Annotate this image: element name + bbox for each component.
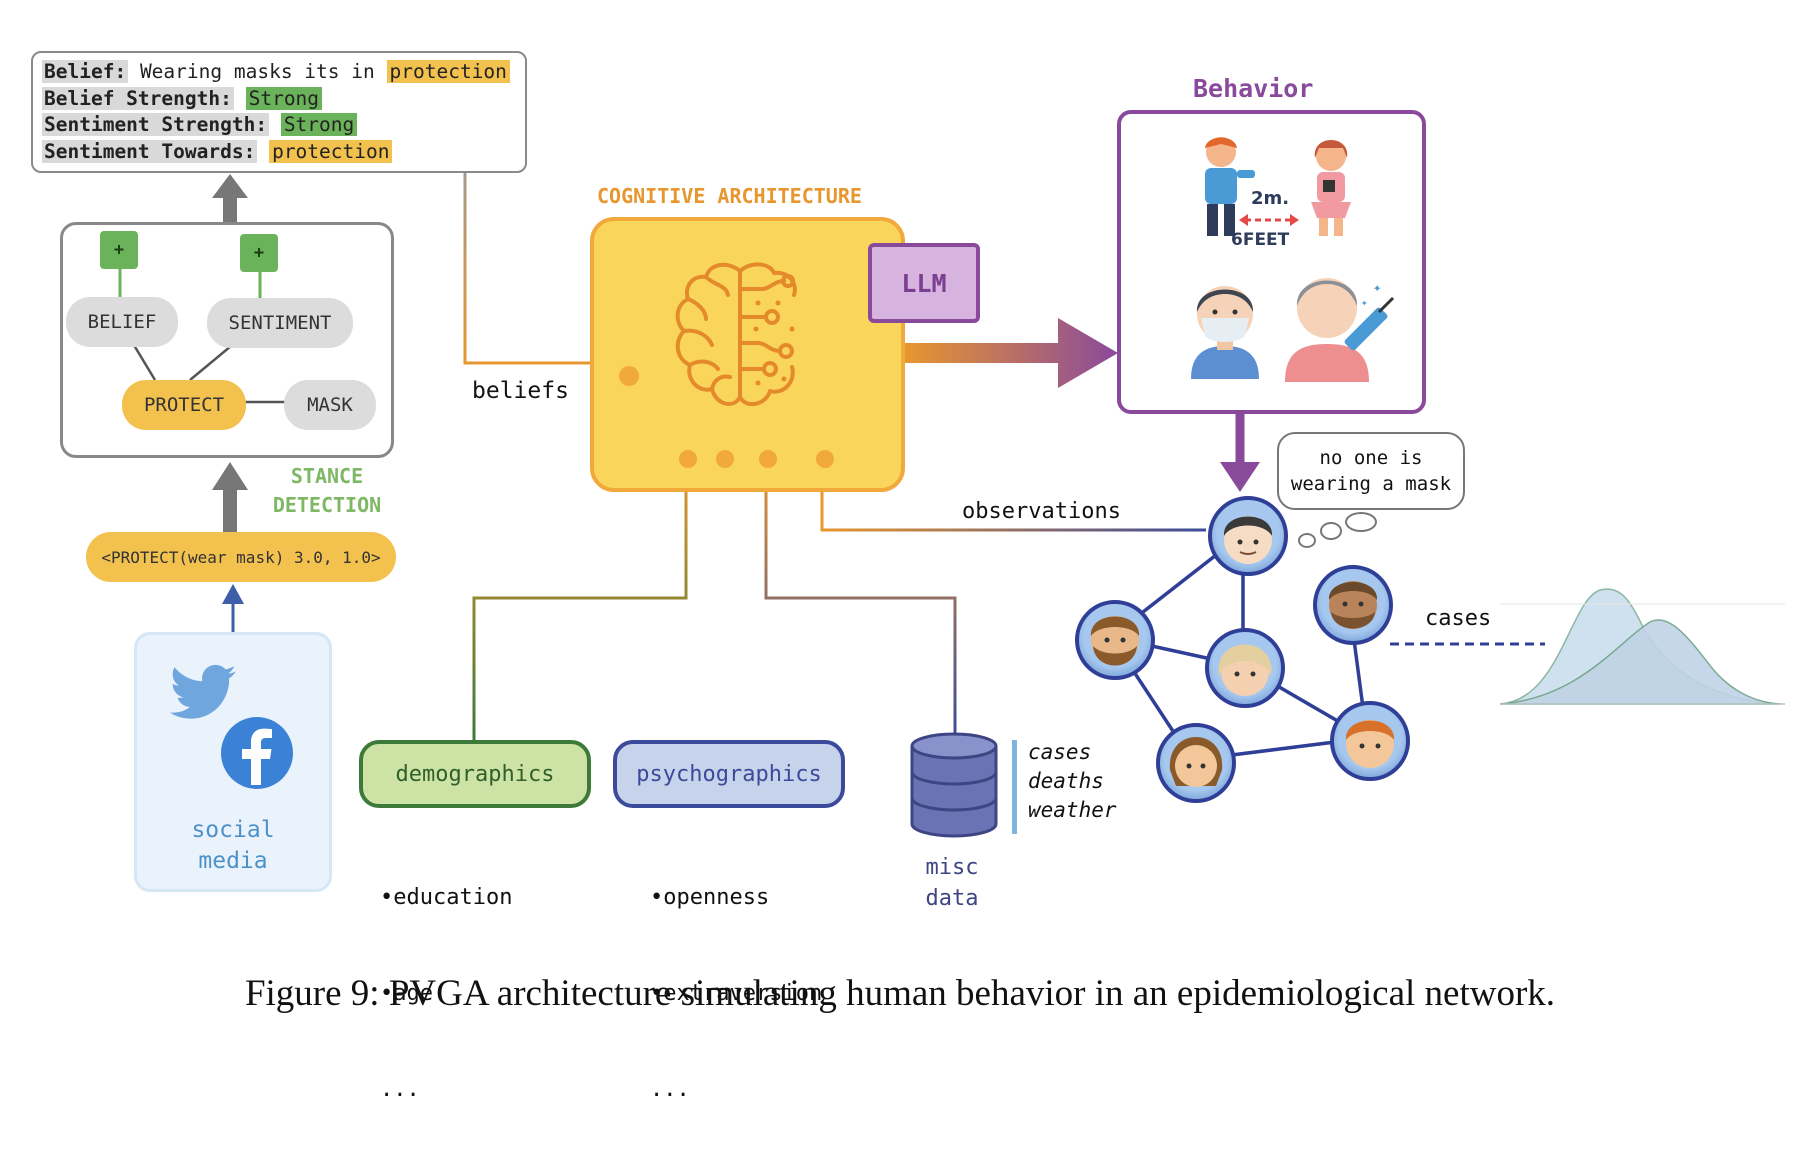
output-port-observations [816,450,834,468]
belief-text: Wearing masks its in [139,60,375,83]
belief-node: BELIEF [66,297,178,347]
demographics-connector [472,455,688,740]
behavior-box: 2m. 6FEET ✦ ✦ [1117,110,1426,414]
beliefs-label: beliefs [472,378,569,404]
belief-strength-value: Strong [245,86,323,110]
protect-node: PROTECT [122,380,246,430]
twitter-icon [170,664,236,719]
belief-target: protection [386,60,510,83]
demographics-box: demographics [359,740,591,808]
misc-data-bracket [1012,740,1017,834]
stance-detection-label: STANCE DETECTION [262,462,392,520]
llm-box: LLM [868,243,980,323]
distance-arrow-icon [1239,214,1299,226]
social-media-label: social media [137,815,329,877]
thought-line2: wearing a mask [1290,473,1452,495]
sentiment-towards-key: Sentiment Towards: [42,139,258,163]
database-icon [910,732,998,838]
thought-dot-1 [1298,533,1316,548]
cognitive-architecture-title: COGNITIVE ARCHITECTURE [597,184,862,208]
psychographics-item: •extraversion [650,981,823,1006]
psychographics-item: ... [650,1077,690,1102]
belief-panel: Belief: Wearing masks its in protection … [31,51,527,173]
thought-line1: no one is [1319,447,1423,469]
arrow-to-belief-head [212,174,248,198]
mask-node: MASK [284,380,376,430]
cognitive-architecture-box [590,217,905,492]
beliefs-input-port [619,366,639,386]
misc-data-list: cases deaths weather [1028,738,1117,825]
misc-data-line2: data [925,886,979,911]
psychographics-item: •openness [650,885,770,910]
agent-network [1075,496,1410,803]
sentiment-towards-value: protection [269,139,393,163]
psychographics-box: psychographics [613,740,845,808]
belief-strength-row: Belief Strength: Strong [42,86,516,113]
stance-graph-box: + + BELIEF SENTIMENT PROTECT MASK [60,222,394,458]
sentiment-node: SENTIMENT [207,298,353,348]
output-port-demographics [679,450,697,468]
belief-row: Belief: Wearing masks its in protection [42,59,516,86]
belief-plus-badge: + [100,231,138,269]
agent-node-observer [1208,496,1288,576]
output-port-misc [759,450,777,468]
distance-label: 2m. [1251,188,1290,209]
facebook-icon [221,717,293,789]
behavior-title: Behavior [1193,74,1314,103]
agent-node-bearded [1075,600,1155,680]
thought-dot-2 [1320,522,1342,540]
thought-dot-3 [1345,512,1377,532]
social-media-line2: media [198,848,268,874]
belief-key: Belief: [42,60,129,83]
social-media-line1: social [191,817,275,843]
misc-data-label: misc data [900,852,1004,914]
masked-person-icon [1191,286,1259,379]
sentiment-strength-key: Sentiment Strength: [42,113,270,136]
svg-text:✦: ✦ [1373,280,1382,296]
brain-icon [675,262,797,407]
misc-data-item: deaths [1028,769,1104,793]
belief-strength-key: Belief Strength: [42,86,234,110]
figure-caption: Figure 9: PVGA architecture simulating h… [244,973,1556,1014]
feet-label: 6FEET [1231,230,1290,250]
demographics-item: •education [380,885,513,910]
sentiment-strength-row: Sentiment Strength: Strong [42,112,516,139]
stance-detection-line1: STANCE [290,464,364,488]
sentiment-strength-value: Strong [280,113,358,136]
demographics-item: ... [380,1077,420,1102]
misc-data-item: cases [1028,740,1092,764]
arrow-to-stance-shaft [223,488,237,532]
epidemic-curve-b [1499,619,1786,705]
misc-connector [764,455,957,740]
beliefs-connector [463,173,616,365]
thought-bubble: no one is wearing a mask [1277,432,1465,510]
demographics-item: •age [380,981,433,1006]
stance-tuple: <PROTECT(wear mask) 3.0, 1.0> [86,532,396,582]
agent-node-woman [1156,723,1236,803]
sentiment-plus-badge: + [240,234,278,272]
agent-node-redhead [1330,701,1410,781]
pvga-architecture-figure: Belief: Wearing masks its in protection … [31,51,1786,1102]
agent-node-dark-bearded [1313,565,1393,645]
social-distancing-icon [1205,137,1351,236]
misc-data-item: weather [1028,798,1117,822]
output-port-psychographics [716,450,734,468]
stance-detection-line2: DETECTION [272,493,382,517]
behavior-to-network-head [1220,462,1260,492]
cognitive-to-behavior-arrow [905,318,1118,388]
misc-data-line1: misc [925,855,979,880]
arrow-to-belief-shaft [223,196,237,222]
agent-node-blonde [1205,628,1285,708]
arrow-to-stance-head [212,462,248,490]
arrow-from-social-head [222,584,244,604]
social-media-box: social media [134,632,332,892]
vaccination-icon: ✦ ✦ [1285,278,1395,382]
svg-text:✦: ✦ [1361,296,1368,309]
observations-label: observations [962,499,1121,524]
sentiment-towards-row: Sentiment Towards: protection [42,139,516,166]
cases-label: cases [1425,606,1492,631]
